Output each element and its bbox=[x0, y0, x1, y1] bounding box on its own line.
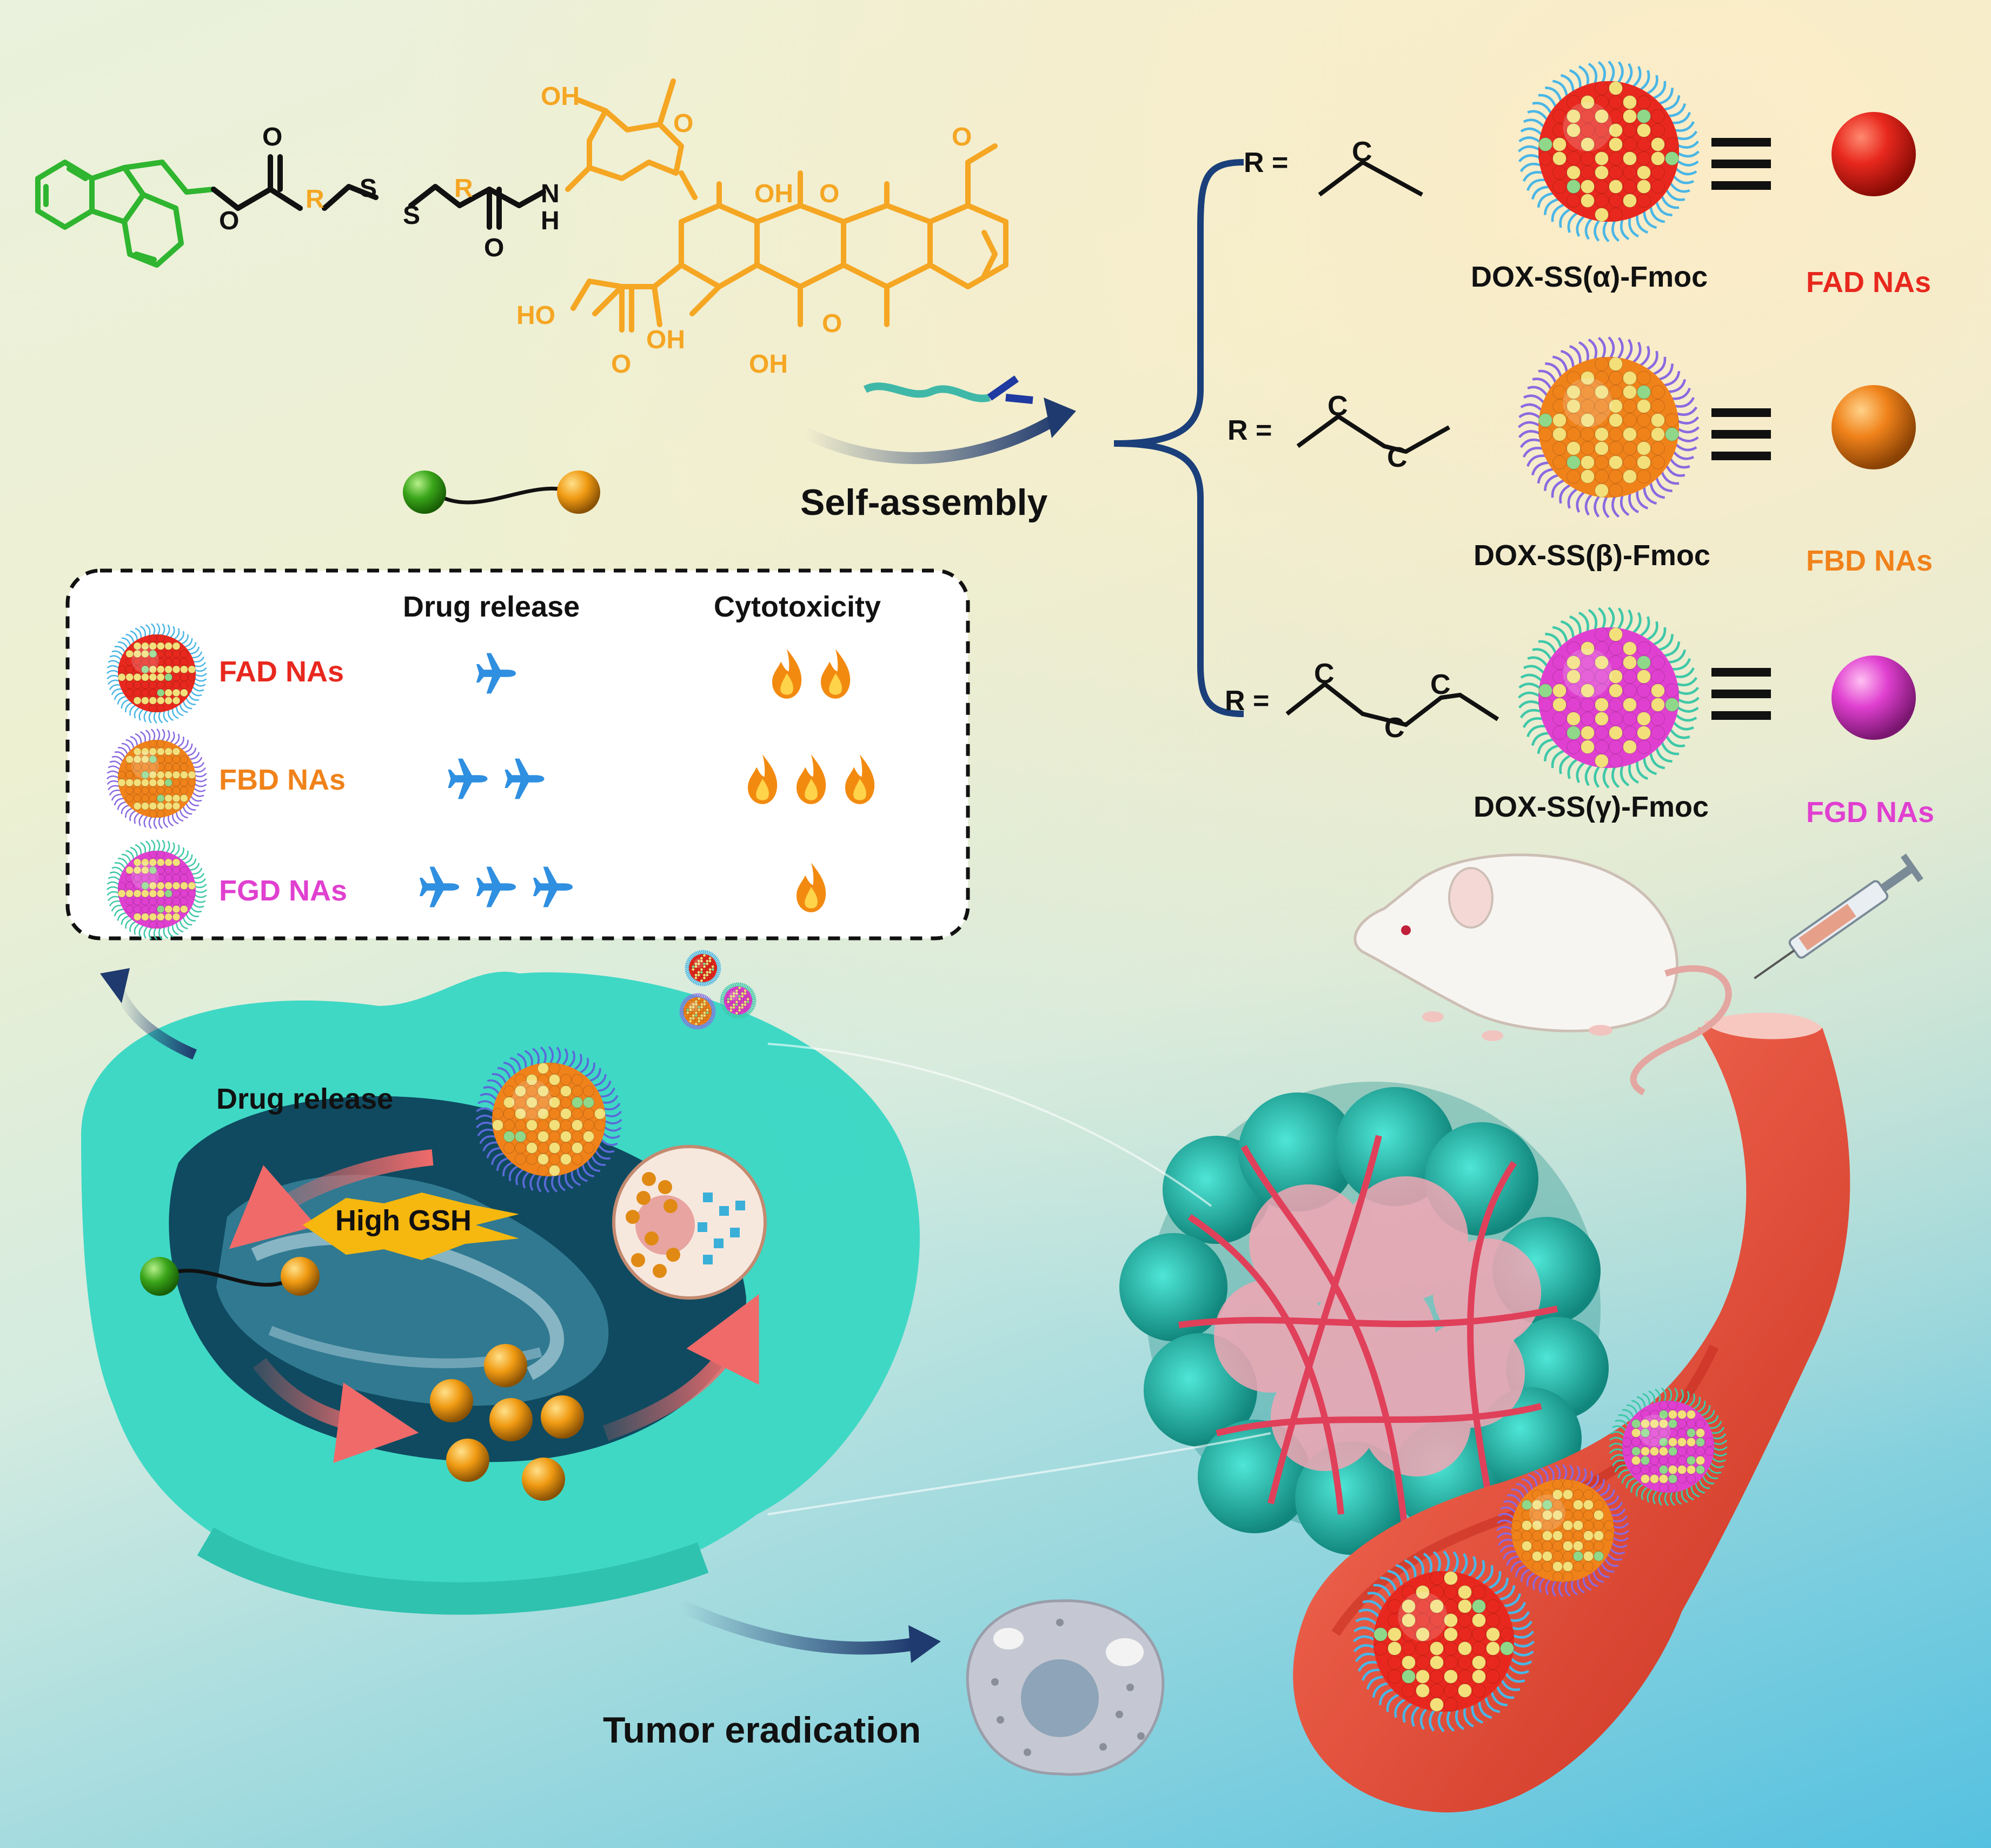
fgd-nanoparticle-icon bbox=[1517, 606, 1700, 789]
syringe-icon bbox=[1754, 853, 1923, 979]
airplane-icon bbox=[505, 758, 545, 799]
small-fgd-nanoparticle-icon bbox=[720, 982, 756, 1019]
variant-bracket bbox=[1113, 159, 1244, 717]
high-gsh-label: High GSH bbox=[335, 1204, 472, 1237]
chemical-structure bbox=[35, 78, 1008, 333]
released-drug-cluster bbox=[430, 1344, 584, 1501]
dox-group bbox=[565, 78, 1008, 333]
atom-label: R bbox=[306, 185, 324, 214]
gsh-star-shape bbox=[303, 1193, 519, 1260]
cell-process-arrows bbox=[229, 1149, 759, 1463]
fbd-nanoparticle-icon bbox=[1517, 336, 1700, 519]
atom-label: O bbox=[484, 234, 505, 262]
fad-sphere bbox=[1831, 112, 1916, 196]
vessel-fbd-nanoparticle-icon bbox=[1496, 1464, 1629, 1597]
linker-chain bbox=[211, 154, 546, 230]
flame-icon bbox=[797, 863, 826, 912]
atom-label: H bbox=[541, 207, 560, 235]
fgd-label: FGD NAs bbox=[1806, 796, 1935, 829]
drug-release-label: Drug release bbox=[216, 1083, 394, 1115]
self-assembly-label: Self-assembly bbox=[800, 482, 1048, 523]
self-assembly-arrow bbox=[803, 375, 1076, 464]
legend-fad-nanoparticle-icon bbox=[106, 622, 208, 724]
drug-release-arrow bbox=[100, 968, 197, 1060]
atom-label: S bbox=[360, 174, 377, 203]
flame-icon bbox=[772, 649, 802, 699]
r-label-beta: R = bbox=[1227, 415, 1272, 446]
airplane-icon bbox=[533, 866, 573, 908]
product-alpha: DOX-SS(α)-Fmoc bbox=[1471, 261, 1708, 293]
r-carbon: C bbox=[1430, 669, 1451, 700]
prodrug-dumbbell-icon bbox=[403, 471, 600, 514]
drug-diffusion-inset bbox=[612, 1145, 767, 1300]
r-carbon: C bbox=[1328, 390, 1348, 422]
atom-label: O bbox=[822, 309, 842, 338]
atom-label: O bbox=[673, 109, 694, 138]
legend-header-release: Drug release bbox=[403, 591, 580, 623]
atom-label: O bbox=[262, 123, 283, 151]
legend-fbd-nanoparticle-icon bbox=[106, 728, 208, 830]
dying-cell-icon bbox=[966, 1599, 1165, 1776]
airplane-icon bbox=[448, 758, 488, 799]
fbd-label: FBD NAs bbox=[1806, 545, 1933, 577]
product-gamma: DOX-SS(γ)-Fmoc bbox=[1474, 791, 1709, 823]
r-carbon: C bbox=[1352, 136, 1372, 168]
fbd-sphere bbox=[1831, 385, 1916, 469]
legend-row-fad: FAD NAs bbox=[219, 655, 344, 688]
fad-nanoparticle-icon bbox=[1517, 60, 1700, 243]
atom-label: S bbox=[403, 201, 421, 230]
entering-nanoparticle-icon bbox=[475, 1046, 622, 1193]
r-label-alpha: R = bbox=[1244, 147, 1289, 178]
fad-label: FAD NAs bbox=[1806, 266, 1932, 299]
atom-label: O bbox=[219, 207, 240, 235]
tumor-icon bbox=[1119, 1082, 1609, 1555]
atom-label: R bbox=[454, 174, 473, 203]
flame-icon bbox=[845, 754, 875, 804]
airplane-icon bbox=[419, 866, 460, 908]
mouse-icon bbox=[1353, 853, 1732, 1096]
fmoc-group bbox=[35, 160, 216, 268]
atom-label: O bbox=[611, 350, 632, 379]
legend-header-cytotoxicity: Cytotoxicity bbox=[714, 591, 881, 623]
legend-row-fbd: FBD NAs bbox=[219, 764, 346, 796]
atom-label: O bbox=[819, 180, 840, 208]
flame-icon bbox=[797, 754, 826, 804]
r-carbon: C bbox=[1314, 658, 1335, 690]
flame-icon bbox=[748, 754, 778, 804]
vessel-fad-nanoparticle-icon bbox=[1352, 1550, 1535, 1733]
atom-label: OH bbox=[541, 82, 580, 111]
released-prodrug-icon bbox=[140, 1257, 320, 1296]
r-group-beta bbox=[1296, 414, 1450, 454]
legend-box bbox=[65, 568, 970, 940]
r-carbon: C bbox=[1387, 442, 1408, 473]
tumor-eradication-label: Tumor eradication bbox=[603, 1710, 921, 1751]
small-fbd-nanoparticle-icon bbox=[679, 993, 716, 1030]
atom-label: HO bbox=[516, 301, 555, 330]
atom-label: N bbox=[541, 180, 560, 208]
zoom-lines bbox=[767, 1043, 1271, 1515]
atom-label: O bbox=[952, 123, 972, 151]
atom-label: OH bbox=[646, 326, 685, 354]
airplane-icon bbox=[476, 653, 516, 694]
r-carbon: C bbox=[1384, 712, 1405, 744]
atom-label: OH bbox=[754, 180, 793, 208]
flame-icon bbox=[821, 649, 851, 699]
airplane-icon bbox=[476, 866, 516, 908]
vessel-fgd-nanoparticle-icon bbox=[1609, 1387, 1728, 1506]
product-beta: DOX-SS(β)-Fmoc bbox=[1474, 539, 1710, 572]
tumor-eradication-arrow bbox=[679, 1600, 941, 1663]
legend-row-fgd: FGD NAs bbox=[219, 875, 348, 907]
r-group-alpha bbox=[1318, 160, 1423, 197]
fgd-sphere bbox=[1831, 655, 1916, 740]
r-group-gamma bbox=[1285, 681, 1499, 727]
r-label-gamma: R = bbox=[1225, 685, 1270, 717]
legend-fgd-nanoparticle-icon bbox=[106, 839, 208, 940]
equivalence-signs bbox=[1711, 138, 1771, 720]
atom-label: OH bbox=[749, 350, 788, 379]
small-fad-nanoparticle-icon bbox=[685, 950, 721, 986]
